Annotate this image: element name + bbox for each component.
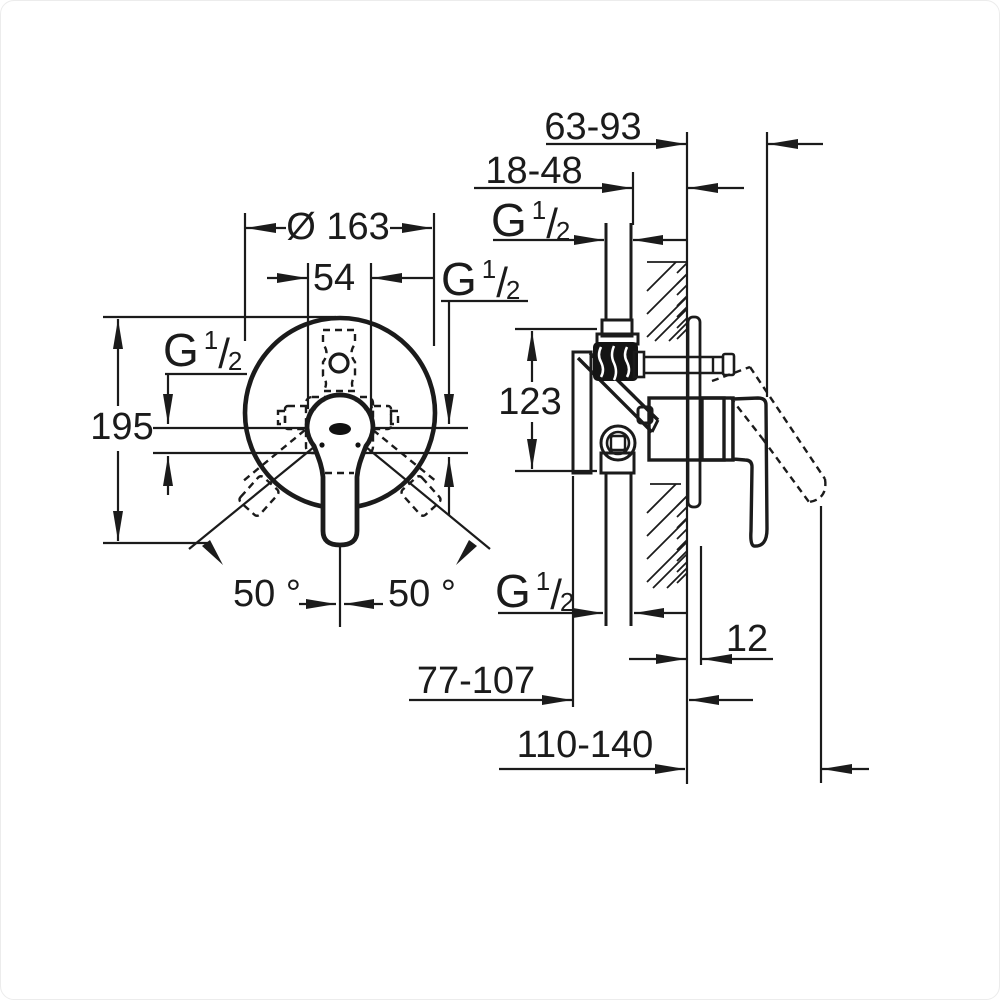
dim-angle-left-label: 50 ° — [233, 573, 301, 615]
escutcheon-plate-side — [686, 315, 702, 509]
valve-body-section — [571, 223, 736, 626]
lever-handle-side — [700, 365, 827, 548]
dim-depth-min-label: 18-48 — [485, 150, 582, 192]
port-screw — [328, 352, 350, 374]
dimension-labels: Ø 163 54 195 50 ° 50 ° 63-93 18-48 123 1… — [90, 106, 768, 766]
angle-arrow-left — [202, 540, 223, 565]
handle-hub — [700, 396, 735, 462]
front-view — [103, 213, 528, 627]
union-nut — [593, 342, 638, 381]
handle-swing-position — [711, 365, 827, 504]
dim-depth-body-label: 77-107 — [417, 660, 535, 702]
lever-handle-front — [304, 392, 376, 548]
dim-port-distance-label: 123 — [498, 381, 561, 423]
wall-section — [646, 261, 688, 589]
dim-angle-right-label: 50 ° — [388, 573, 456, 615]
dim-diameter-label: Ø 163 — [286, 206, 390, 248]
dim-plate-thickness-label: 12 — [726, 618, 768, 660]
handle-indicator-badge — [329, 423, 351, 435]
spindle — [632, 350, 736, 379]
dim-depth-max-label: 63-93 — [544, 106, 641, 148]
mounting-bracket — [571, 350, 593, 475]
angle-arrow-right — [456, 540, 477, 565]
cartridge-sleeve — [647, 396, 726, 462]
service-stop-screw — [599, 424, 637, 462]
side-view — [409, 132, 869, 784]
dim-cartridge-width-label: 54 — [313, 257, 355, 299]
front-dimension-lines — [103, 213, 528, 627]
dim-height-label: 195 — [90, 406, 153, 448]
dim-depth-total-label: 110-140 — [517, 724, 654, 766]
